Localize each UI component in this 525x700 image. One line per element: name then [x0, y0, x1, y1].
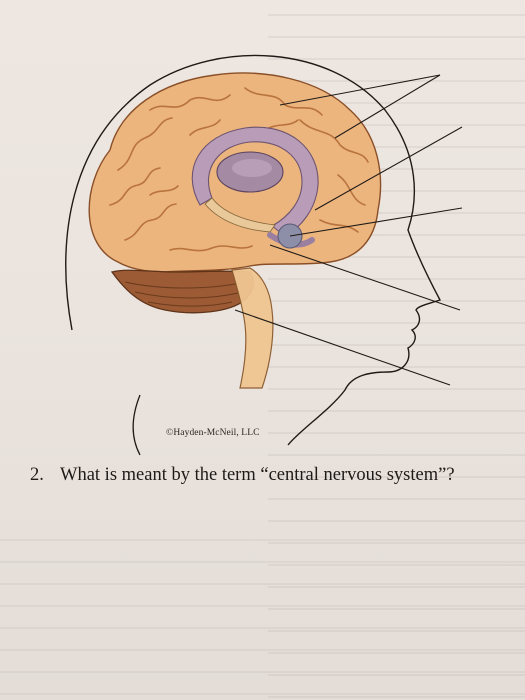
head-outline [65, 54, 442, 446]
question-number: 2. [30, 465, 44, 485]
question-text: What is meant by the term “central nervo… [60, 465, 455, 485]
brain-diagram [65, 54, 463, 456]
neck-outline [132, 394, 141, 456]
brain-stem [231, 267, 274, 389]
cerebrum-folds [109, 87, 369, 252]
figure-credit: ©Hayden-McNeil, LLC [166, 428, 260, 438]
show-through-text-bottom [0, 525, 525, 700]
label-leader-lines [234, 74, 463, 386]
cerebellum-folds [124, 281, 246, 307]
